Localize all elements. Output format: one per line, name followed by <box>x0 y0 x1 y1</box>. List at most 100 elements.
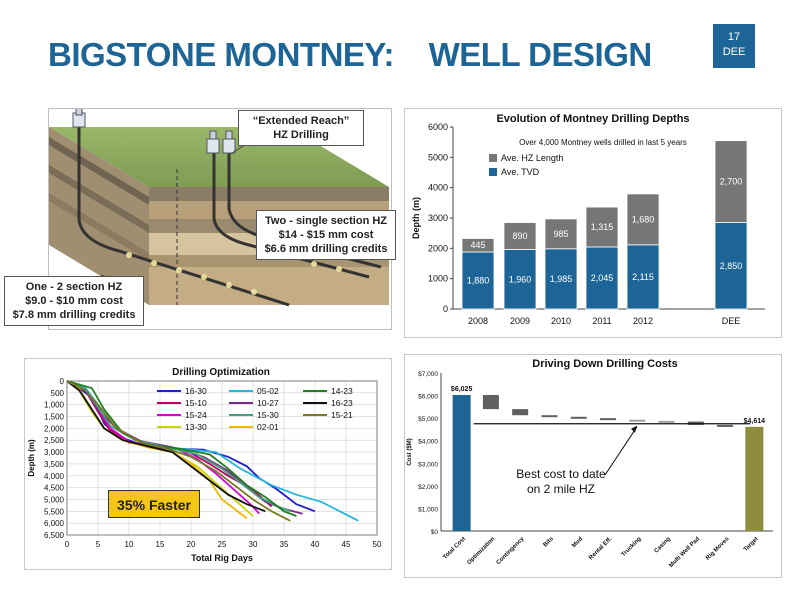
depth-bar-label: 985 <box>553 229 568 239</box>
callout-extended-reach: “Extended Reach” HZ Drilling <box>238 110 364 146</box>
depth-chart-title: Evolution of Montney Drilling Depths <box>496 113 689 125</box>
single-section-well-1 <box>212 153 370 279</box>
opt-x-tick: 50 <box>373 540 382 549</box>
opt-series-line <box>66 380 297 517</box>
opt-legend-label: 14-23 <box>331 386 353 396</box>
cost-category-label: Rental Eff. <box>588 536 613 561</box>
opt-y-tick: 6,500 <box>44 531 65 540</box>
depth-category-label: 2009 <box>510 316 530 326</box>
depth-bar-segment <box>626 244 660 310</box>
opt-x-tick: 0 <box>65 540 70 549</box>
cost-waterfall-bar <box>482 395 499 410</box>
cost-y-tick: $1,000 <box>418 506 438 513</box>
cost-category-label: Bits <box>543 536 556 549</box>
depth-category-label: 2012 <box>633 316 653 326</box>
depth-bar-segment <box>461 238 495 253</box>
cost-category-label: Mud <box>571 536 584 549</box>
opt-y-tick: 0 <box>60 377 65 386</box>
opt-x-tick: 40 <box>311 540 320 549</box>
opt-y-tick: 2,500 <box>44 436 65 445</box>
opt-plot-frame <box>66 380 378 536</box>
opt-legend-label: 15-10 <box>185 398 207 408</box>
cost-y-tick: $6,000 <box>418 394 438 401</box>
depth-bar-segment <box>626 193 660 246</box>
cost-category-label: Rig Moves <box>705 536 731 562</box>
depth-y-tick: 1000 <box>428 274 448 284</box>
depth-legend-label: Ave. HZ Length <box>501 153 563 163</box>
cost-y-tick: $7,000 <box>418 371 438 378</box>
depth-y-tick: 5000 <box>428 152 448 162</box>
depth-bar-segment <box>503 249 537 310</box>
opt-x-tick: 20 <box>187 540 196 549</box>
cost-category-label: Trucking <box>621 536 643 558</box>
cost-waterfall-bar <box>745 426 764 531</box>
opt-series-line <box>66 380 291 522</box>
best-cost-line-1: Best cost to date <box>516 467 606 481</box>
page-number: 17 <box>727 31 741 43</box>
cost-y-tick: $4,000 <box>418 439 438 446</box>
rig-icon-left <box>72 106 86 128</box>
opt-chart-title: Drilling Optimization <box>172 367 270 378</box>
opt-series-line <box>66 380 291 513</box>
depth-bar-segment <box>714 140 748 223</box>
callout-two-line-1: Two - single section HZ <box>264 215 388 227</box>
depth-bar-segment <box>544 248 578 310</box>
depth-bar-label: 1,680 <box>632 214 655 224</box>
opt-legend-label: 15-24 <box>185 410 207 420</box>
depth-y-tick: 2000 <box>428 243 448 253</box>
depth-bar-label: 1,985 <box>550 274 573 284</box>
cost-waterfall-bar <box>512 409 529 416</box>
rig-icon-right <box>206 130 236 154</box>
cost-category-label: Total Cost <box>442 536 467 561</box>
best-cost-arrow <box>604 426 638 476</box>
callout-two-single-section: Two - single section HZ $14 - $15 mm cos… <box>256 210 396 260</box>
cost-category-label: Optimization <box>466 536 496 566</box>
depth-y-tick: 0 <box>443 304 448 314</box>
opt-y-tick: 2,000 <box>44 424 65 433</box>
opt-legend-label: 13-30 <box>185 422 207 432</box>
cost-chart: Driving Down Drilling Costs$0$1,000$2,00… <box>407 358 773 569</box>
depth-bar-segment <box>544 218 578 250</box>
depth-bar-segment <box>503 222 537 250</box>
page-badge: 17 DEE <box>713 24 755 68</box>
opt-x-tick: 45 <box>342 540 351 549</box>
opt-x-tick: 35 <box>280 540 289 549</box>
cost-waterfall-bar <box>600 418 616 421</box>
cost-waterfall-bar <box>541 415 558 418</box>
depth-bar-label: 2,045 <box>591 273 614 283</box>
callout-one-line-2: $9.0 - $10 mm cost <box>25 295 123 307</box>
opt-x-tick: 30 <box>249 540 258 549</box>
cost-y-tick: $2,000 <box>418 484 438 491</box>
opt-y-tick: 1,000 <box>44 401 65 410</box>
callout-one-line-3: $7.8 mm drilling credits <box>12 309 136 321</box>
depth-bar-label: 2,700 <box>720 177 743 187</box>
two-section-well <box>77 127 290 307</box>
opt-series-line <box>66 380 266 513</box>
depth-y-tick: 6000 <box>428 122 448 132</box>
faster-badge: 35% Faster <box>108 490 200 518</box>
depth-legend-swatch <box>489 154 497 162</box>
best-cost-line-2: on 2 mile HZ <box>526 482 596 496</box>
opt-x-tick: 5 <box>96 540 101 549</box>
callout-two-line-2: $14 - $15 mm cost <box>278 229 374 241</box>
page-tag: DEE <box>722 46 746 58</box>
opt-y-tick: 3,500 <box>44 460 65 469</box>
callout-one-line-1: One - 2 section HZ <box>25 281 123 293</box>
cost-category-label: Casing <box>654 536 673 555</box>
opt-legend-label: 02-01 <box>257 422 279 432</box>
best-cost-arrowhead <box>631 425 637 433</box>
depth-category-label: 2008 <box>468 316 488 326</box>
cost-waterfall-bar <box>717 424 734 427</box>
opt-y-tick: 5,500 <box>44 507 65 516</box>
slide-title: BIGSTONE MONTNEY: WELL DESIGN <box>48 36 652 73</box>
rock-side <box>49 127 149 305</box>
opt-y-tick: 6,000 <box>44 519 65 528</box>
depth-bar-label: 890 <box>512 231 527 241</box>
opt-y-tick: 3,000 <box>44 448 65 457</box>
cost-y-label: Cost ($M) <box>407 438 413 465</box>
depth-category-label: DEE <box>722 316 741 326</box>
cost-value-label: $4,614 <box>744 418 766 425</box>
opt-x-tick: 10 <box>125 540 134 549</box>
depth-bar-segment <box>585 206 619 248</box>
cost-category-label: Target <box>743 536 760 553</box>
